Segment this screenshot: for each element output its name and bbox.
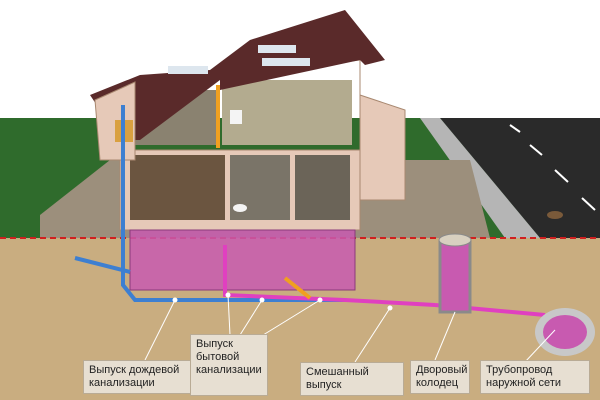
label-rain-outlet: Выпуск дождевой канализации (83, 360, 193, 394)
room-living (295, 155, 350, 220)
marker-rain-outlet (172, 297, 178, 303)
toilet (233, 204, 247, 212)
leader-household-outlet-2 (239, 299, 263, 336)
room-upper-right (222, 80, 352, 145)
marker-household-outlet-3 (317, 297, 323, 303)
leader-yard-well (434, 311, 456, 361)
room-kitchen (130, 155, 225, 220)
basement (130, 230, 355, 290)
roof-window (262, 58, 310, 66)
road-marking (509, 124, 521, 133)
sidewalk (420, 118, 540, 238)
yard-well-top (438, 233, 472, 247)
external-pipe-inner (543, 315, 587, 349)
manhole-cover (547, 211, 563, 219)
label-mixed-outlet: Смешанный выпуск (300, 362, 404, 396)
road-marking (529, 144, 543, 156)
road-marking (581, 197, 596, 211)
leader-mixed-outlet (354, 307, 391, 363)
leader-external-pipe (524, 329, 556, 363)
rain-drain-branch (74, 256, 131, 274)
roof (90, 10, 385, 140)
marker-mixed-outlet (387, 305, 393, 311)
road-marking (554, 169, 569, 183)
leader-household-outlet-3 (254, 299, 321, 341)
annex (359, 94, 406, 201)
sewer-pipe (223, 245, 436, 307)
leader-rain-outlet (144, 299, 176, 361)
yard-well (438, 240, 472, 314)
marker-household-outlet-2 (259, 297, 265, 303)
label-yard-well: Дворовый колодец (410, 360, 470, 394)
road (440, 118, 600, 238)
roof-window (168, 66, 208, 74)
marker-household-outlet (225, 292, 231, 298)
roof-window (258, 45, 296, 53)
rain-downpipe (121, 105, 345, 302)
basement-outline (129, 229, 356, 291)
leader-household-outlet (227, 294, 231, 336)
label-household-outlet: Выпуск бытовой канализации (190, 334, 268, 396)
drain-branch (283, 276, 312, 300)
upper-sink (230, 110, 242, 124)
label-external-pipe: Трубопровод наружной сети (480, 360, 590, 394)
